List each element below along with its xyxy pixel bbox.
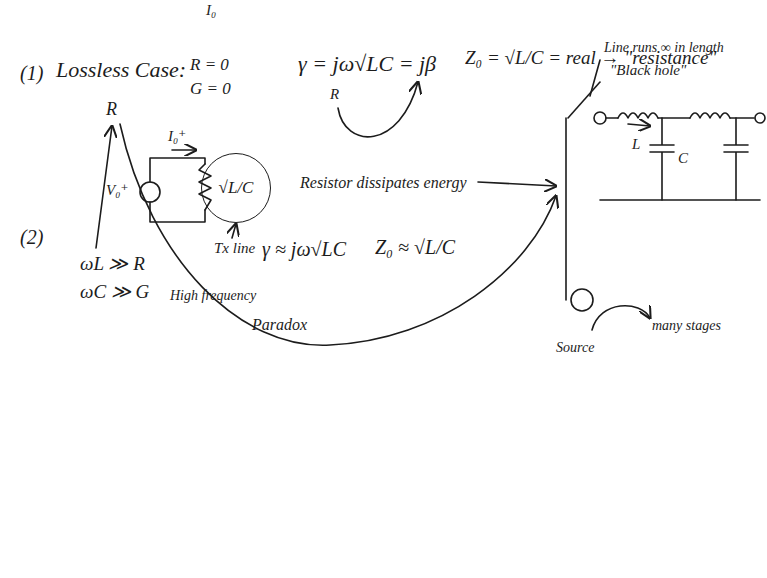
handwritten-label: many stages [652,318,721,333]
wire [150,202,205,222]
paradox-curve [120,124,556,345]
handwritten-label: R [330,86,339,103]
terminal [571,289,593,311]
wire [730,117,754,119]
node-text: √L/C [219,178,254,198]
capacitor-symbol [650,118,674,200]
handwritten-label: R [106,100,117,120]
tx-line-circle: √L/C [201,153,271,223]
wire [606,117,618,119]
handwritten-label: Source [556,340,594,355]
handwritten-label: C [678,150,688,167]
leader-line [232,224,236,238]
arrow [592,306,650,330]
source-symbol [140,182,160,202]
terminal [755,113,765,123]
handwritten-label: High frequency [170,288,256,303]
wire [150,158,205,182]
handwritten-label: Line runs ∞ in length [604,40,724,55]
handwritten-label: ωC ≫ G [80,282,149,303]
inductor-symbol [690,113,730,118]
current-arrow [628,124,650,126]
arrow [478,182,556,186]
wire [565,118,567,300]
handwritten-label: I₀ [206,2,216,19]
handwritten-label: L [632,136,640,153]
handwritten-label: Z₀ ≈ √L/C [375,236,455,258]
handwritten-label: Tx line [214,240,255,257]
handwritten-label: γ ≈ jω√LC [262,238,346,260]
handwritten-label: G = 0 [190,80,231,99]
handwritten-label: (1) [20,62,43,84]
handwritten-label: Resistor dissipates energy [300,174,467,192]
inductor-symbol [618,113,658,118]
current-arrow [172,149,196,151]
curved-arrow [338,82,418,137]
pointer-line [568,82,600,118]
handwritten-label: "Black hole" [610,62,686,79]
handwritten-label: V₀⁺ [106,182,128,199]
capacitor-symbol [724,118,748,200]
terminal [594,112,606,124]
handwritten-label: Lossless Case: [56,58,186,82]
wire [600,199,760,201]
handwritten-label: (2) [20,226,43,248]
handwritten-label: R = 0 [190,56,229,75]
handwritten-label: γ = jω√LC = jβ [298,52,436,76]
handwritten-label: I₀⁺ [168,128,186,145]
handwritten-label: Paradox [252,316,307,334]
handwritten-label: ωL ≫ R [80,254,145,275]
